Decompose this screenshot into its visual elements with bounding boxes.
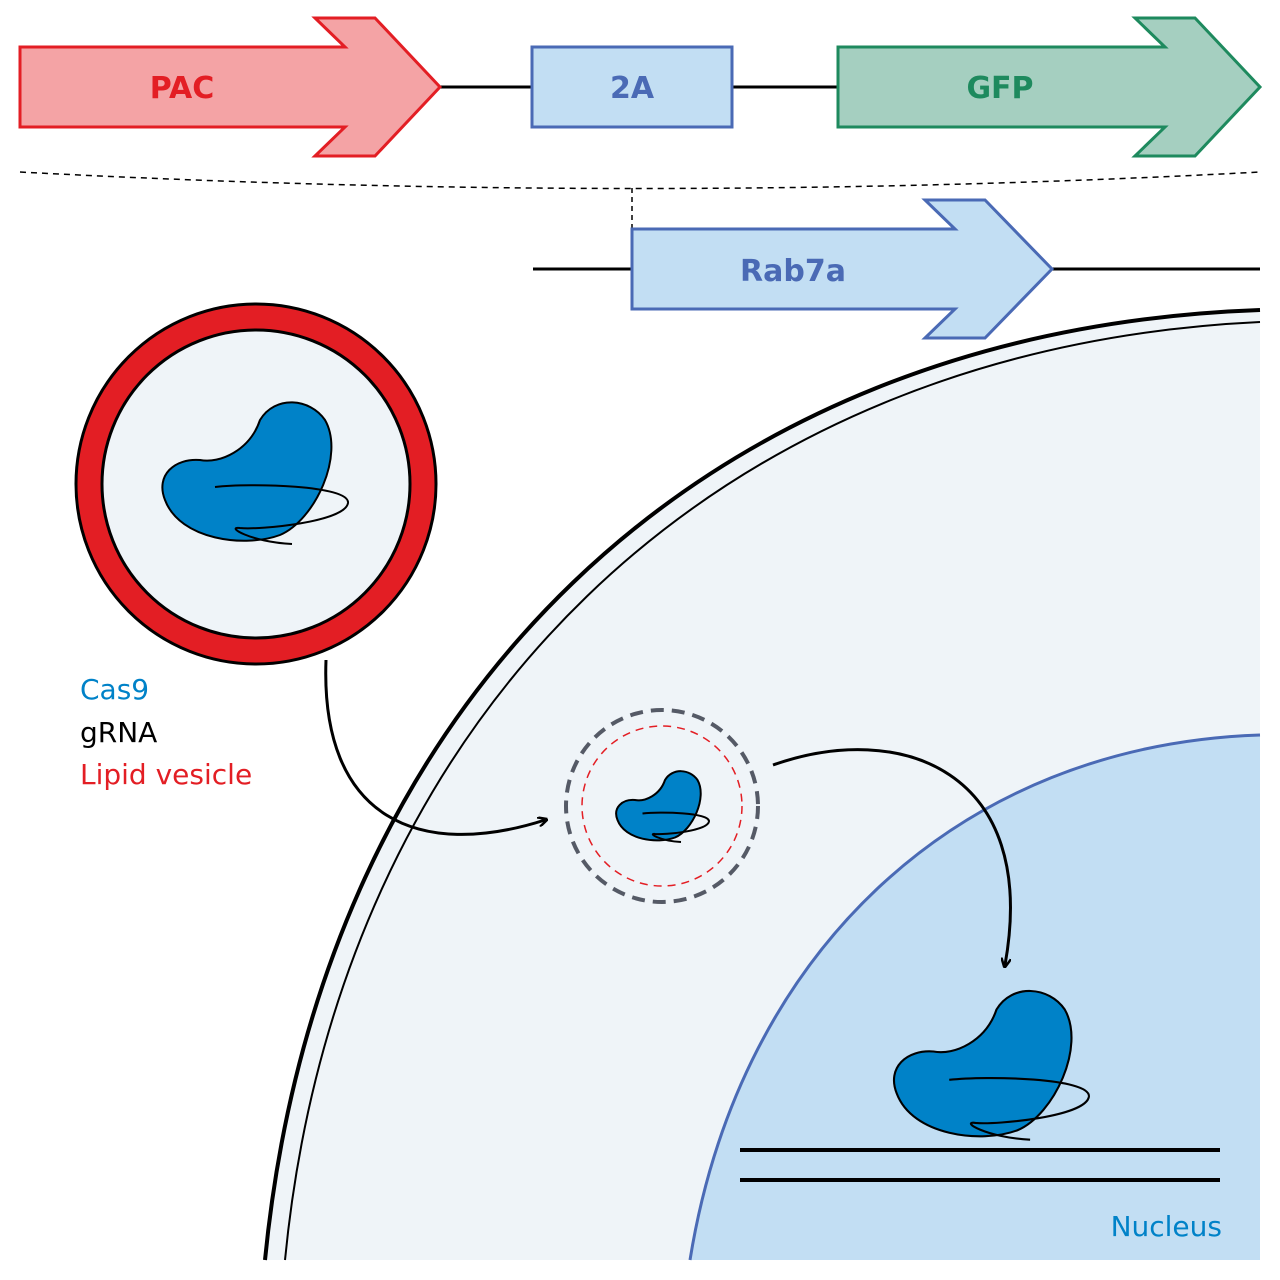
cas9-icon [161,401,333,542]
endosome-outer-membrane [564,708,760,904]
cas9-icon [615,770,702,842]
legend-grna: gRNA [80,716,157,749]
pathway-arrows [324,659,1012,965]
nucleus-body [690,735,1260,1260]
legend: Cas9 gRNA Lipid vesicle [80,673,252,791]
grna-icon [949,1077,1090,1141]
lipid-vesicle [74,302,438,666]
legend-cas9: Cas9 [80,673,149,706]
arrow-uptake [324,659,545,836]
grna-icon [642,811,710,843]
donor-construct: PAC 2A GFP [18,16,1263,158]
t2a-box [530,45,734,129]
t2a-label: 2A [610,71,655,106]
rab7a-arrow [630,198,1055,340]
cas9-rnp-endosome [615,770,710,843]
gfp-label: GFP [966,71,1033,106]
nucleus-label: Nucleus [1111,1210,1222,1243]
endosome-lipid-remnant [581,725,743,887]
pac-arrow [18,16,443,158]
cas9-rnp-nucleus [892,989,1090,1141]
gfp-arrow [836,16,1263,158]
cas9-rnp-vesicle [161,401,350,545]
cell-membrane-outer [263,308,1261,1261]
insertion-guide [19,171,1261,228]
rab7a-locus: Rab7a [533,198,1260,340]
cas9-icon [892,989,1073,1138]
grna-icon [214,484,350,545]
cell-membrane-inner [284,321,1261,1261]
legend-lipid-vesicle: Lipid vesicle [80,758,252,791]
lipid-vesicle-outline-outer [74,302,438,666]
insertion-dashed-curve [19,171,1261,190]
nucleus-envelope [688,733,1261,1261]
pac-label: PAC [150,71,214,106]
nucleus: Nucleus [688,733,1261,1261]
arrow-nuclear-import [772,748,1012,965]
endosome [564,708,760,904]
lipid-vesicle-outline-inner [100,328,412,640]
rab7a-label: Rab7a [740,254,846,289]
